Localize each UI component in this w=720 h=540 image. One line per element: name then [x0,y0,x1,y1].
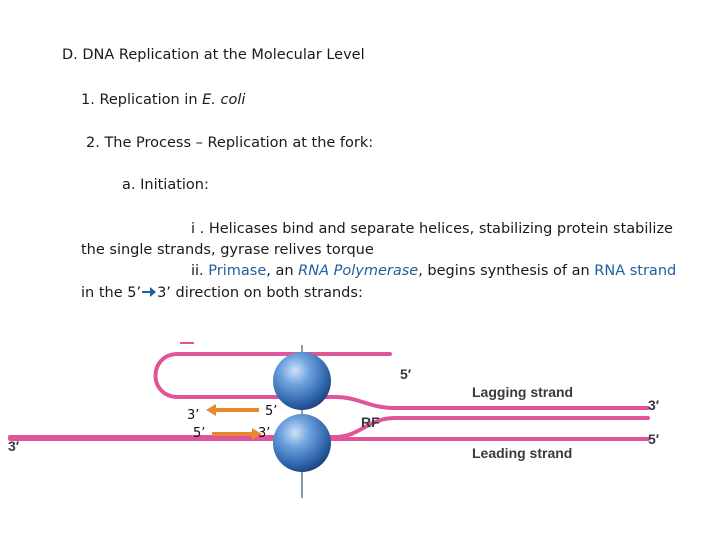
leading-template-strand [8,416,650,439]
item-ii-text4: 3’ direction on both strands: [157,285,363,301]
lagging-template-strand [153,352,650,410]
leading-5prime-label: 5′ [648,431,660,447]
rna-polymerase-term: RNA Polymerase [298,263,419,279]
left-3prime-label: 3′ [8,438,20,454]
item-ii-line1: ii. Primase, an RNA Polymerase, begins s… [191,263,676,279]
replication-fork-label: RF [361,414,380,430]
leading-strand-label: Leading strand [472,445,573,461]
lagging-3prime-label: 3′ [648,397,660,413]
item-1: 1. Replication in E. coli [81,92,245,108]
item-1-text: 1. Replication in [81,92,203,108]
helicase-bottom-icon [273,414,331,472]
rna-strand-term: RNA strand [594,263,677,279]
primer-bottom-left-label: 5’ [193,426,206,441]
primer-bottom-arrowhead [252,428,262,440]
primer-top-left-label: 3’ [187,408,200,423]
item-a: a. Initiation: [122,177,209,193]
item-ii-text2: , begins synthesis of an [418,263,595,279]
top-5prime-label: 5′ [400,366,412,382]
item-i-line1: i . Helicases bind and separate helices,… [191,221,673,237]
heading: D. DNA Replication at the Molecular Leve… [62,47,365,63]
primer-top-right-label: 5’ [265,404,278,419]
item-1-organism: E. coli [202,92,246,108]
helicase-top-icon [273,352,331,410]
item-ii-text1: , an [266,263,299,279]
primer-bottom-right-label: 3’ [258,426,271,441]
item-i-line2: the single strands, gyrase relives torqu… [81,242,374,258]
arrow-right-icon [142,287,157,297]
primer-top-arrowhead [206,404,216,416]
lagging-strand-label: Lagging strand [472,384,574,400]
item-ii-text3: in the 5’ [81,285,142,301]
item-ii-num: ii. [191,263,209,279]
item-ii-line2: in the 5’ 3’ direction on both strands: [81,285,363,301]
primase-term: Primase [208,263,267,279]
item-2: 2. The Process – Replication at the fork… [86,135,374,151]
